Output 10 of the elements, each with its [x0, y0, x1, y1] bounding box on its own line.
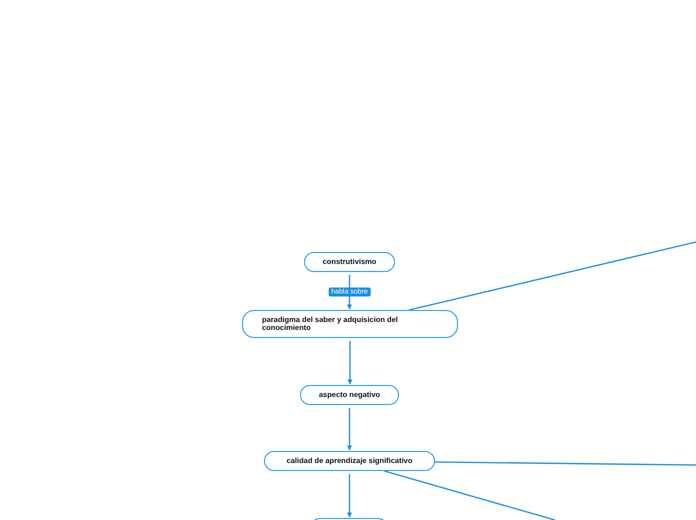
topic-box	[264, 451, 435, 471]
topic-box	[242, 310, 458, 338]
connector-line	[435, 461, 696, 466]
arrow	[346, 474, 352, 518]
topic-box	[300, 385, 399, 405]
arrow	[346, 408, 352, 451]
topic-box	[304, 252, 395, 272]
connector-line	[408, 241, 696, 311]
arrow	[347, 341, 353, 385]
connector-line	[384, 470, 556, 520]
